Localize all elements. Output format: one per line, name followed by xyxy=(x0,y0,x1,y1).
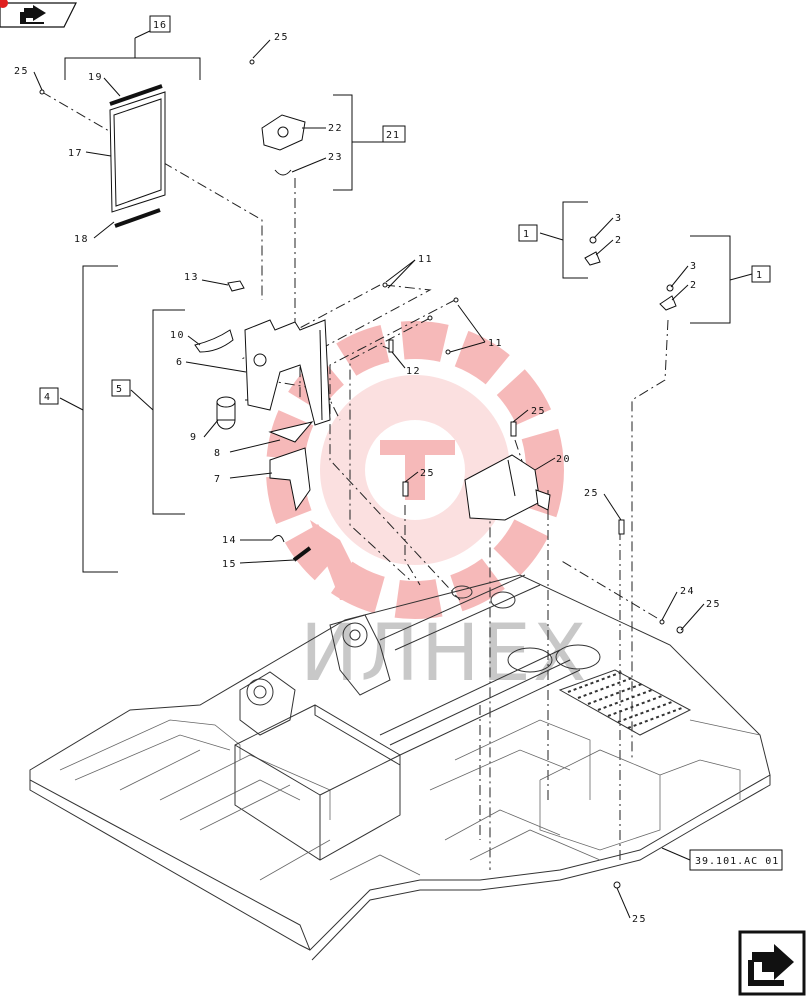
reference-box-label: 39.101.AC 01 xyxy=(695,856,779,867)
plate-10[interactable] xyxy=(194,329,234,353)
callout-9: 9 xyxy=(190,432,198,443)
watermark-logo xyxy=(266,321,564,619)
callout-25: 25 xyxy=(420,468,435,479)
callout-18: 18 xyxy=(74,234,89,245)
callout-17: 17 xyxy=(68,148,83,159)
prev-page-tab[interactable] xyxy=(0,0,80,32)
next-page-button[interactable] xyxy=(738,930,808,998)
callout-19: 19 xyxy=(88,72,103,83)
wedge-8[interactable] xyxy=(268,421,314,443)
callout-15: 15 xyxy=(222,559,237,570)
callout-1: 1 xyxy=(523,229,530,240)
callout-25: 25 xyxy=(584,488,599,499)
bracket-1-right xyxy=(690,235,753,324)
callout-25: 25 xyxy=(531,406,546,417)
callout-2: 2 xyxy=(690,280,698,291)
callout-13: 13 xyxy=(184,272,199,283)
bracket-1-left xyxy=(539,201,588,279)
callout-16: 16 xyxy=(153,20,167,31)
callout-11: 11 xyxy=(418,254,433,265)
cover-20[interactable] xyxy=(464,454,551,521)
mirror-panel-17[interactable] xyxy=(109,84,166,228)
callout-3: 3 xyxy=(615,213,623,224)
cover-7[interactable] xyxy=(269,447,311,512)
seal-14[interactable] xyxy=(271,535,285,543)
callout-8: 8 xyxy=(214,448,222,459)
callout-22: 22 xyxy=(328,123,343,134)
callout-7: 7 xyxy=(214,474,222,485)
callout-21: 21 xyxy=(386,130,400,141)
bracket-16 xyxy=(64,29,201,80)
reference-box[interactable]: 39.101.AC 01 xyxy=(661,847,783,871)
callout-23: 23 xyxy=(328,152,343,163)
callout-25: 25 xyxy=(632,914,647,925)
bushing-9[interactable] xyxy=(216,396,236,430)
callout-12: 12 xyxy=(406,366,421,377)
callout-20: 20 xyxy=(556,454,571,465)
callouts: 25 25 16 19 17 18 22 21 23 xyxy=(14,15,771,925)
upper-frame xyxy=(29,574,771,961)
callout-25: 25 xyxy=(14,66,29,77)
callout-11: 11 xyxy=(488,338,503,349)
next-page-arrow-icon xyxy=(748,944,794,986)
callout-1: 1 xyxy=(756,270,763,281)
callout-25: 25 xyxy=(274,32,289,43)
strip-15[interactable] xyxy=(292,546,312,562)
callout-25: 25 xyxy=(706,599,721,610)
callout-5: 5 xyxy=(116,384,123,395)
callout-4: 4 xyxy=(44,392,51,403)
wall-panel-6[interactable] xyxy=(244,319,331,426)
watermark-text: ИЛНЕХ xyxy=(300,609,588,699)
callout-6: 6 xyxy=(176,357,184,368)
bracket-21 xyxy=(333,94,383,191)
callout-3: 3 xyxy=(690,261,698,272)
callout-10: 10 xyxy=(170,330,185,341)
bracket-5 xyxy=(130,309,185,515)
nav-arrow-icon xyxy=(20,5,46,24)
bracket-4 xyxy=(59,265,118,573)
callout-2: 2 xyxy=(615,235,623,246)
mount-bracket-22[interactable] xyxy=(261,114,306,176)
tag-13[interactable] xyxy=(227,280,245,292)
callout-24: 24 xyxy=(680,586,695,597)
callout-14: 14 xyxy=(222,535,237,546)
